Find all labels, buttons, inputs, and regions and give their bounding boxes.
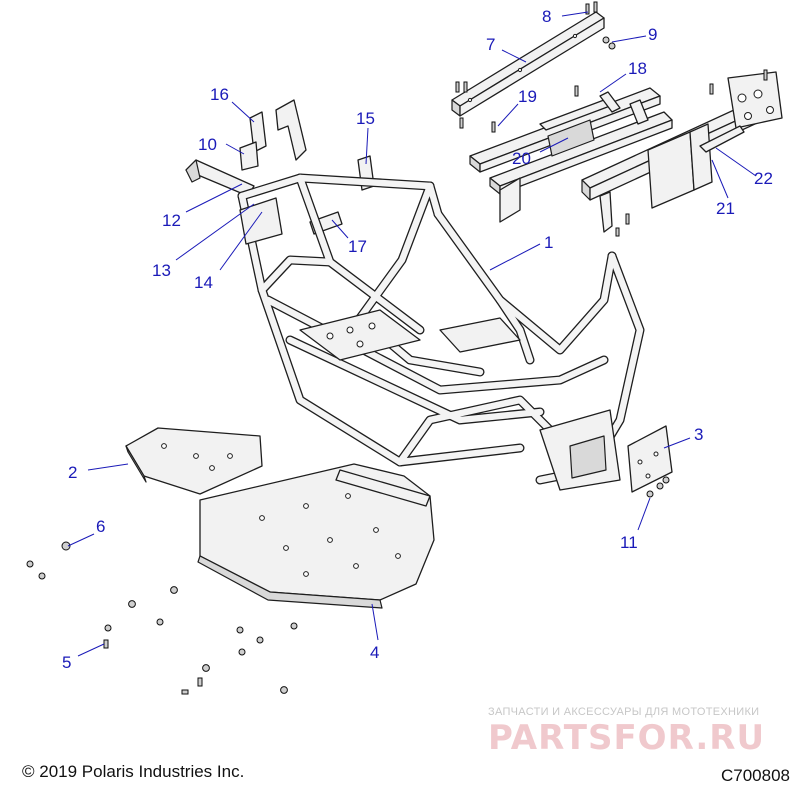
callout-15: 15 xyxy=(356,109,375,165)
svg-text:16: 16 xyxy=(210,85,229,104)
callout-5: 5 xyxy=(62,643,105,672)
callout-9: 9 xyxy=(611,25,657,44)
svg-text:22: 22 xyxy=(754,169,773,188)
callout-12: 12 xyxy=(162,183,243,230)
svg-text:1: 1 xyxy=(544,233,553,252)
svg-text:14: 14 xyxy=(194,273,213,292)
svg-text:8: 8 xyxy=(542,7,551,26)
callout-16: 16 xyxy=(210,85,255,123)
callout-22: 22 xyxy=(715,147,773,188)
svg-text:4: 4 xyxy=(370,643,379,662)
part-10-bracket xyxy=(239,141,259,171)
part-1-main-frame xyxy=(237,173,645,491)
callout-19: 19 xyxy=(497,87,537,127)
part-21-side-rail xyxy=(581,69,783,237)
callout-2: 2 xyxy=(68,463,129,482)
callout-18: 18 xyxy=(599,59,647,93)
part-18-crossmember xyxy=(469,85,673,223)
svg-text:18: 18 xyxy=(628,59,647,78)
part-4-skid-plate xyxy=(197,463,435,609)
svg-text:2: 2 xyxy=(68,463,77,482)
callout-11: 11 xyxy=(620,497,651,552)
svg-text:15: 15 xyxy=(356,109,375,128)
part-11-bolts xyxy=(646,476,670,498)
svg-text:7: 7 xyxy=(486,35,495,54)
bracket-upper xyxy=(275,99,307,161)
watermark-tagline: ЗАПЧАСТИ И АКСЕССУАРЫ ДЛЯ МОТОТЕХНИКИ xyxy=(488,706,760,718)
svg-text:11: 11 xyxy=(620,533,638,552)
callout-4: 4 xyxy=(370,603,379,662)
part-3-bracket xyxy=(627,425,673,493)
callout-7: 7 xyxy=(486,35,527,63)
part-2-skid-plate xyxy=(125,427,263,495)
callout-21: 21 xyxy=(711,159,735,218)
svg-text:19: 19 xyxy=(518,87,537,106)
callout-14: 14 xyxy=(194,211,263,292)
rail-bolts xyxy=(455,81,468,129)
callout-3: 3 xyxy=(663,425,703,449)
svg-text:13: 13 xyxy=(152,261,171,280)
part-9-nuts xyxy=(602,36,616,50)
part-6-fasteners xyxy=(26,541,298,694)
svg-text:17: 17 xyxy=(348,237,367,256)
svg-text:5: 5 xyxy=(62,653,71,672)
svg-text:20: 20 xyxy=(512,149,531,168)
svg-text:10: 10 xyxy=(198,135,217,154)
callout-20: 20 xyxy=(512,137,569,168)
svg-text:3: 3 xyxy=(694,425,703,444)
callout-13: 13 xyxy=(152,203,255,280)
part-5-bolts xyxy=(103,639,203,695)
part-8-bolts xyxy=(585,1,598,15)
callout-17: 17 xyxy=(331,219,367,256)
callout-8: 8 xyxy=(542,7,589,26)
figure-code: C700808 xyxy=(720,766,790,785)
callout-6: 6 xyxy=(67,517,105,547)
svg-text:6: 6 xyxy=(96,517,105,536)
svg-text:12: 12 xyxy=(162,211,181,230)
part-22-bracket xyxy=(699,125,745,153)
callout-1: 1 xyxy=(489,233,553,271)
watermark-brand: PARTSFOR.RU xyxy=(488,718,766,758)
svg-text:21: 21 xyxy=(716,199,735,218)
svg-text:9: 9 xyxy=(648,25,657,44)
part-7-rail xyxy=(451,11,605,117)
copyright-text: © 2019 Polaris Industries Inc. xyxy=(22,762,245,781)
callout-10: 10 xyxy=(198,135,245,155)
